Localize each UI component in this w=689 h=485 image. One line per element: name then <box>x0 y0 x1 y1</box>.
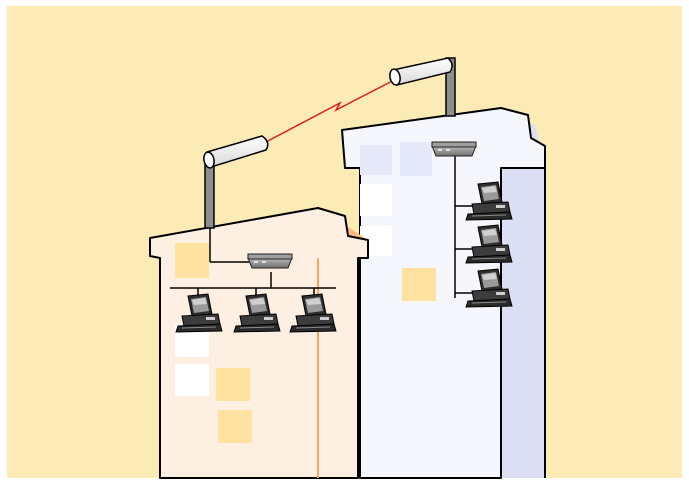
right-building <box>342 108 545 478</box>
left-building <box>150 208 368 478</box>
network-hub-icon <box>432 142 476 156</box>
window <box>360 184 392 216</box>
window <box>402 268 436 301</box>
window <box>175 364 209 396</box>
window <box>175 243 209 278</box>
network-hub-icon <box>248 254 292 268</box>
window <box>400 142 432 176</box>
window <box>360 145 392 175</box>
window <box>218 410 252 443</box>
window <box>216 368 250 401</box>
